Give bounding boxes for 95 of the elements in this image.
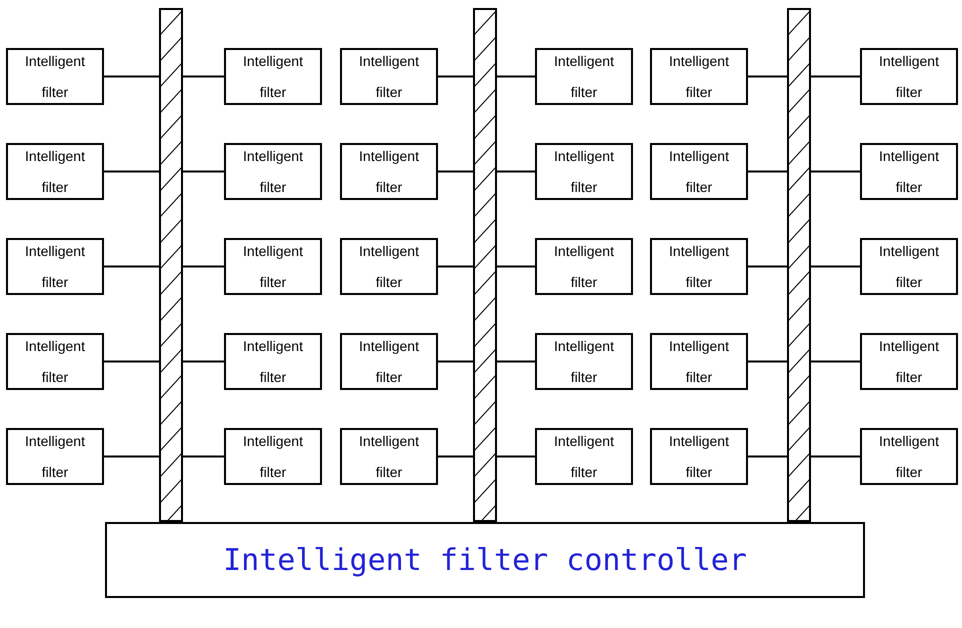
filter-label: Intelligent filter (553, 432, 615, 482)
connector-line (438, 170, 473, 172)
filter-box (650, 143, 748, 200)
connector-line (497, 170, 535, 172)
filter-label: Intelligent filter (668, 336, 730, 386)
filter-label: Intelligent filter (553, 242, 615, 292)
connector-line (438, 76, 473, 78)
filter-label: Intelligent filter (878, 336, 940, 386)
connector-line (183, 266, 224, 268)
connector-line (438, 360, 473, 362)
filter-box (650, 428, 748, 485)
filter-box (535, 48, 633, 105)
filter-box (860, 143, 958, 200)
filter-box (6, 238, 104, 295)
filter-label: Intelligent filter (878, 146, 940, 196)
connector-line (811, 266, 860, 268)
filter-box (224, 333, 322, 390)
connector-line (438, 456, 473, 458)
filter-label: Intelligent filter (24, 146, 86, 196)
filter-box (860, 48, 958, 105)
controller-box (105, 522, 865, 598)
filter-box (340, 428, 438, 485)
connector-line (104, 170, 159, 172)
filter-box (340, 48, 438, 105)
connector-line (811, 76, 860, 78)
filter-label: Intelligent filter (668, 146, 730, 196)
filter-label: Intelligent filter (24, 336, 86, 386)
connector-line (497, 360, 535, 362)
filter-label: Intelligent filter (878, 432, 940, 482)
filter-label: Intelligent filter (553, 52, 615, 102)
filter-box (860, 428, 958, 485)
filter-box (650, 333, 748, 390)
filter-box (6, 333, 104, 390)
filter-box (535, 428, 633, 485)
connector-line (748, 266, 787, 268)
filter-label: Intelligent filter (878, 52, 940, 102)
connector-line (748, 76, 787, 78)
filter-label: Intelligent filter (242, 336, 304, 386)
connector-line (438, 266, 473, 268)
filter-label: Intelligent filter (358, 432, 420, 482)
filter-box (6, 143, 104, 200)
connector-line (811, 456, 860, 458)
connector-line (811, 170, 860, 172)
connector-line (497, 266, 535, 268)
hatched-bus-bar (473, 8, 497, 522)
filter-box (860, 238, 958, 295)
connector-line (748, 360, 787, 362)
filter-box (6, 48, 104, 105)
filter-label: Intelligent filter (242, 432, 304, 482)
filter-label: Intelligent filter (668, 242, 730, 292)
connector-line (104, 266, 159, 268)
filter-label: Intelligent filter (358, 146, 420, 196)
filter-label: Intelligent filter (24, 242, 86, 292)
filter-box (535, 143, 633, 200)
connector-line (104, 76, 159, 78)
filter-label: Intelligent filter (358, 242, 420, 292)
connector-line (497, 76, 535, 78)
filter-box (650, 238, 748, 295)
connector-line (811, 360, 860, 362)
hatched-bus-bar (159, 8, 183, 522)
filter-label: Intelligent filter (24, 52, 86, 102)
filter-label: Intelligent filter (668, 432, 730, 482)
filter-box (650, 48, 748, 105)
filter-label: Intelligent filter (24, 432, 86, 482)
filter-box (6, 428, 104, 485)
filter-label: Intelligent filter (358, 336, 420, 386)
filter-label: Intelligent filter (553, 336, 615, 386)
filter-label: Intelligent filter (553, 146, 615, 196)
filter-box (224, 428, 322, 485)
filter-box (340, 238, 438, 295)
filter-box (224, 143, 322, 200)
connector-line (748, 456, 787, 458)
filter-label: Intelligent filter (242, 146, 304, 196)
filter-label: Intelligent filter (242, 242, 304, 292)
filter-box (224, 48, 322, 105)
connector-line (497, 456, 535, 458)
controller-label: Intelligent filter controller (223, 542, 747, 580)
connector-line (183, 76, 224, 78)
hatched-bus-bar (787, 8, 811, 522)
connector-line (183, 170, 224, 172)
filter-box (340, 143, 438, 200)
filter-label: Intelligent filter (358, 52, 420, 102)
filter-box (224, 238, 322, 295)
filter-box (535, 238, 633, 295)
filter-label: Intelligent filter (242, 52, 304, 102)
connector-line (748, 170, 787, 172)
filter-label: Intelligent filter (878, 242, 940, 292)
filter-box (340, 333, 438, 390)
filter-box (860, 333, 958, 390)
connector-line (104, 456, 159, 458)
connector-line (183, 456, 224, 458)
connector-line (183, 360, 224, 362)
filter-label: Intelligent filter (668, 52, 730, 102)
connector-line (104, 360, 159, 362)
filter-box (535, 333, 633, 390)
